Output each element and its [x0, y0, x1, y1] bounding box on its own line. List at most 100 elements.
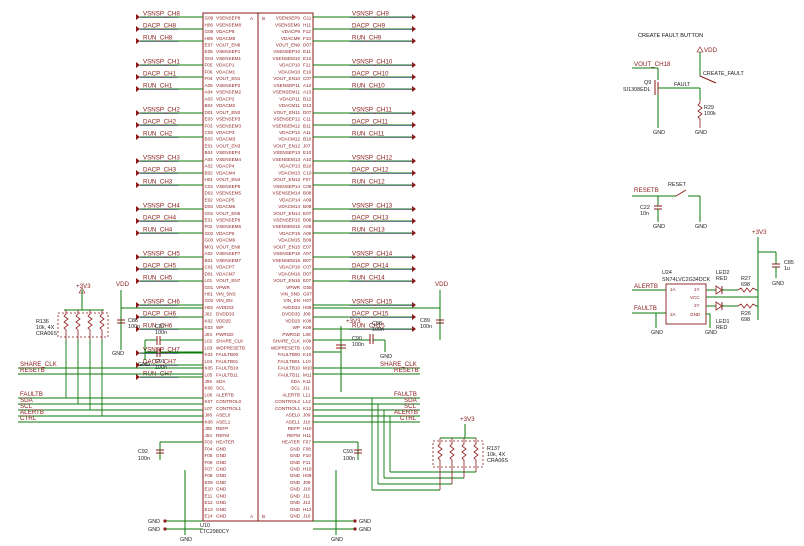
- chip-pin-name: VSENSEP13: [273, 150, 300, 155]
- chip-pin-number: H06: [205, 22, 214, 27]
- chip-pin-name: DVDD33: [216, 312, 235, 317]
- chip-pin-name: VDD25: [285, 318, 300, 323]
- chip-pin-number: F11: [303, 63, 311, 68]
- chip-pin-name: VOUT_EN10: [273, 76, 300, 81]
- chip-pin-number: H11: [303, 22, 312, 27]
- chip-pin-number: B09: [303, 204, 312, 209]
- chip-pin-name: GND: [216, 487, 227, 492]
- chip-pin-name: AVDD33: [216, 305, 234, 310]
- r137-ref: R137: [487, 446, 500, 452]
- chip-pin-number: F07: [303, 177, 311, 182]
- left-net-flag: VSNSP_CH6: [143, 299, 180, 306]
- chip-pin-name: FAULTB00: [278, 352, 301, 357]
- c88-value: 100n: [372, 327, 384, 333]
- chip-pin-name: VDACP2: [216, 96, 235, 101]
- chip-pin-name: SCL: [291, 386, 300, 391]
- left-net-flag: VSNSP_CH5: [143, 251, 180, 258]
- c87-value: 100n: [155, 330, 167, 336]
- chip-pin-name: VDACM11: [279, 103, 301, 108]
- chip-pin-name: VSENSEP1: [216, 49, 241, 54]
- chip-pin-number: G03: [205, 238, 214, 243]
- chip-pin-name: VDACM13: [278, 170, 300, 175]
- right-net-flag: RUN_CH11: [352, 131, 385, 138]
- chip-pin-number: F04: [205, 446, 213, 451]
- right-net-flag: VSNSP_CH14: [352, 251, 393, 258]
- chip-pin-number: E07: [303, 244, 312, 249]
- chip-pin-name: CONTROL0: [216, 399, 241, 404]
- chip-pin-name: ASEL0: [286, 413, 301, 418]
- chip-pin-number: G05: [205, 29, 214, 34]
- left-bus-ctrl: CTRL: [20, 415, 37, 422]
- chip-pin-number: C02: [205, 184, 214, 189]
- chip-col-b-top: B: [262, 16, 265, 21]
- chip-pin-name: FAULTB00: [216, 352, 239, 357]
- chip-pin-name: GND: [290, 507, 301, 512]
- chip-pin-number: E05: [205, 49, 214, 54]
- chip-pin-number: L12: [303, 399, 311, 404]
- r136-ref: R136: [36, 319, 49, 325]
- chip-pin-number: H08: [303, 305, 312, 310]
- chip-pin-number: E11: [303, 49, 311, 54]
- right-net-flag: DACP_CH11: [352, 119, 389, 126]
- u24-part: SN74LVC2G34DCK: [662, 277, 711, 283]
- chip-pin-number: J10: [303, 419, 311, 424]
- chip-part: LTC2980CY: [200, 529, 230, 535]
- chip-pin-name: VSENSEP15: [273, 217, 300, 222]
- c92-ref: C92: [138, 449, 148, 455]
- chip-pin-name: VDACP14: [279, 197, 300, 202]
- chip-pin-number: F07: [205, 466, 213, 471]
- r136-value: 10k, 4X: [36, 325, 55, 331]
- chip-pin-number: G04: [205, 56, 214, 61]
- chip-pin-name: SDA: [291, 379, 301, 384]
- chip-pin-number: L08: [303, 332, 311, 337]
- chip-pin-name: VDACP15: [279, 231, 300, 236]
- chip-pin-number: A08: [303, 224, 312, 229]
- chip-pin-name: WDPRESETB: [216, 345, 245, 350]
- chip-pin-name: VSENSEM15: [272, 224, 300, 229]
- chip-pin-number: D03: [205, 204, 214, 209]
- led-gnd-2: GND: [705, 330, 717, 336]
- fault-gnd-2: GND: [653, 130, 665, 136]
- chip-pin-number: F06: [205, 460, 213, 465]
- chip-pin-number: L09: [303, 345, 311, 350]
- chip-pin-number: B11: [303, 123, 311, 128]
- chip-pin-number: A04: [205, 90, 214, 95]
- chip-pin-name: VSENSEM8: [216, 22, 241, 27]
- chip-pin-name: GND: [290, 493, 301, 498]
- chip-pin-number: J11: [303, 386, 311, 391]
- chip-pin-number: A03: [205, 96, 214, 101]
- chip-pin-number: H01: [205, 292, 214, 297]
- chip-pin-number: J02: [205, 312, 213, 317]
- chip-pin-name: GND: [290, 487, 301, 492]
- chip-pin-number: D07: [303, 271, 312, 276]
- right-bottom-gnd: GND GND GND: [313, 470, 371, 543]
- chip-pin-number: K08: [303, 318, 312, 323]
- chip-pin-name: REFM: [287, 433, 300, 438]
- chip-pin-name: ALERTB: [282, 392, 300, 397]
- chip-pin-name: WP: [216, 325, 223, 330]
- chip-pin-number: F05: [205, 63, 213, 68]
- chip-pin-name: VDACP9: [282, 29, 301, 34]
- chip-pin-number: H10: [303, 426, 312, 431]
- led-driver-circuit: +3V3 C85 1u GND U24 SN74LVC2G34DCK 1A 2A…: [632, 229, 794, 336]
- chip-pin-name: VDACP5: [216, 197, 235, 202]
- chip-pin-name: VDACM7: [216, 271, 236, 276]
- chip-pin-number: F08: [205, 473, 213, 478]
- c85-ref: C85: [784, 260, 794, 266]
- chip-pin-number: G01: [205, 211, 214, 216]
- chip-pin-name: VOUT_EN16: [273, 278, 300, 283]
- chip-pin-number: L01: [205, 278, 213, 283]
- chip-pin-name: ASEL1: [216, 419, 231, 424]
- chip-pin-number: J10: [303, 514, 311, 519]
- left-net-flag: DACP_CH2: [143, 119, 177, 126]
- chip-pin-name: VOUT_EN12: [273, 143, 300, 148]
- c86-ref: C86: [128, 318, 138, 324]
- chip-pin-number: K05: [205, 366, 214, 371]
- chip-pin-number: A10: [303, 157, 312, 162]
- c88-ref: C88: [372, 321, 382, 327]
- chip-pin-name: VDACP3: [216, 130, 235, 135]
- chip-pin-number: B09: [303, 238, 312, 243]
- right-bus-sda: SDA: [404, 397, 418, 404]
- chip-pin-name: HEATER: [216, 440, 235, 445]
